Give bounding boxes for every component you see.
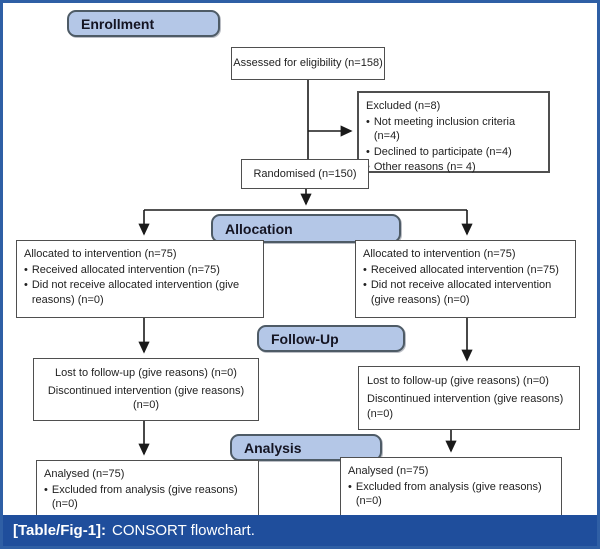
alloc-right-title: Allocated to intervention (n=75) bbox=[363, 248, 516, 260]
box-randomised: Randomised (n=150) bbox=[241, 159, 369, 189]
analysis-left-bullet-text: Excluded from analysis (give reasons) (n… bbox=[51, 483, 238, 511]
stage-label-allocation-text: Allocation bbox=[225, 220, 293, 237]
list-item: • Declined to participate (n=4) bbox=[366, 145, 541, 160]
stage-label-allocation: Allocation bbox=[211, 214, 401, 243]
box-excluded: Excluded (n=8) • Not meeting inclusion c… bbox=[357, 91, 550, 173]
analysis-right-bullet-text: Excluded from analysis (give reasons) (n… bbox=[355, 480, 542, 508]
analysis-left-title: Analysed (n=75) bbox=[44, 468, 125, 480]
list-item: • Did not receive allocated intervention… bbox=[363, 278, 568, 307]
excluded-bullet-text: Not meeting inclusion criteria (n=4) bbox=[373, 115, 516, 143]
bullet-glyph: • bbox=[24, 279, 28, 292]
list-item: • Not meeting inclusion criteria (n=4) bbox=[366, 115, 541, 144]
followup-right-line: Lost to follow-up (give reasons) (n=0) bbox=[367, 375, 549, 388]
followup-left-line: Discontinued intervention (give reasons)… bbox=[47, 384, 245, 412]
stage-label-analysis: Analysis bbox=[230, 434, 382, 461]
alloc-left-bullet-text: Did not receive allocated intervention (… bbox=[31, 279, 240, 306]
bullet-glyph: • bbox=[363, 263, 367, 276]
list-item: • Excluded from analysis (give reasons) … bbox=[44, 483, 251, 512]
bullet-glyph: • bbox=[348, 480, 352, 493]
stage-label-followup-text: Follow-Up bbox=[271, 330, 339, 347]
figure-caption-text: CONSORT flowchart. bbox=[112, 522, 255, 539]
bullet-glyph: • bbox=[366, 115, 370, 128]
alloc-left-bullet-text: Received allocated intervention (n=75) bbox=[31, 263, 220, 276]
box-allocation-left: Allocated to intervention (n=75) • Recei… bbox=[16, 240, 264, 318]
bullet-glyph: • bbox=[366, 145, 370, 158]
box-analysis-left: Analysed (n=75) • Excluded from analysis… bbox=[36, 460, 259, 520]
box-allocation-right: Allocated to intervention (n=75) • Recei… bbox=[355, 240, 576, 318]
alloc-right-bullet-text: Received allocated intervention (n=75) bbox=[370, 263, 559, 276]
excluded-bullet-text: Other reasons (n= 4) bbox=[373, 161, 476, 174]
list-item: • Did not receive allocated intervention… bbox=[24, 278, 256, 307]
box-followup-left: Lost to follow-up (give reasons) (n=0) D… bbox=[33, 358, 259, 421]
box-randomised-text: Randomised (n=150) bbox=[253, 167, 357, 180]
alloc-left-title: Allocated to intervention (n=75) bbox=[24, 248, 177, 260]
excluded-bullet-text: Declined to participate (n=4) bbox=[373, 145, 512, 158]
stage-label-followup: Follow-Up bbox=[257, 325, 405, 352]
box-excluded-title: Excluded (n=8) bbox=[366, 100, 441, 112]
figure-caption-bar: [Table/Fig-1]: CONSORT flowchart. bbox=[3, 515, 597, 546]
stage-label-enrollment: Enrollment bbox=[67, 10, 220, 37]
figure-caption-label: [Table/Fig-1]: bbox=[13, 522, 107, 539]
box-assessed: Assessed for eligibility (n=158) bbox=[231, 47, 385, 80]
box-assessed-text: Assessed for eligibility (n=158) bbox=[233, 57, 383, 70]
box-followup-right: Lost to follow-up (give reasons) (n=0) D… bbox=[358, 366, 580, 430]
followup-left-line: Lost to follow-up (give reasons) (n=0) bbox=[55, 367, 237, 380]
analysis-right-title: Analysed (n=75) bbox=[348, 465, 429, 477]
box-analysis-right: Analysed (n=75) • Excluded from analysis… bbox=[340, 457, 562, 520]
list-item: • Other reasons (n= 4) bbox=[366, 160, 541, 175]
stage-label-analysis-text: Analysis bbox=[244, 439, 302, 456]
bullet-glyph: • bbox=[44, 483, 48, 496]
bullet-glyph: • bbox=[24, 263, 28, 276]
stage-label-enrollment-text: Enrollment bbox=[81, 15, 155, 32]
list-item: • Excluded from analysis (give reasons) … bbox=[348, 480, 554, 509]
bullet-glyph: • bbox=[363, 279, 367, 292]
list-item: • Received allocated intervention (n=75) bbox=[24, 263, 256, 278]
followup-right-line: Discontinued intervention (give reasons)… bbox=[367, 393, 564, 420]
list-item: • Received allocated intervention (n=75) bbox=[363, 263, 568, 278]
alloc-right-bullet-text: Did not receive allocated intervention (… bbox=[370, 279, 552, 306]
